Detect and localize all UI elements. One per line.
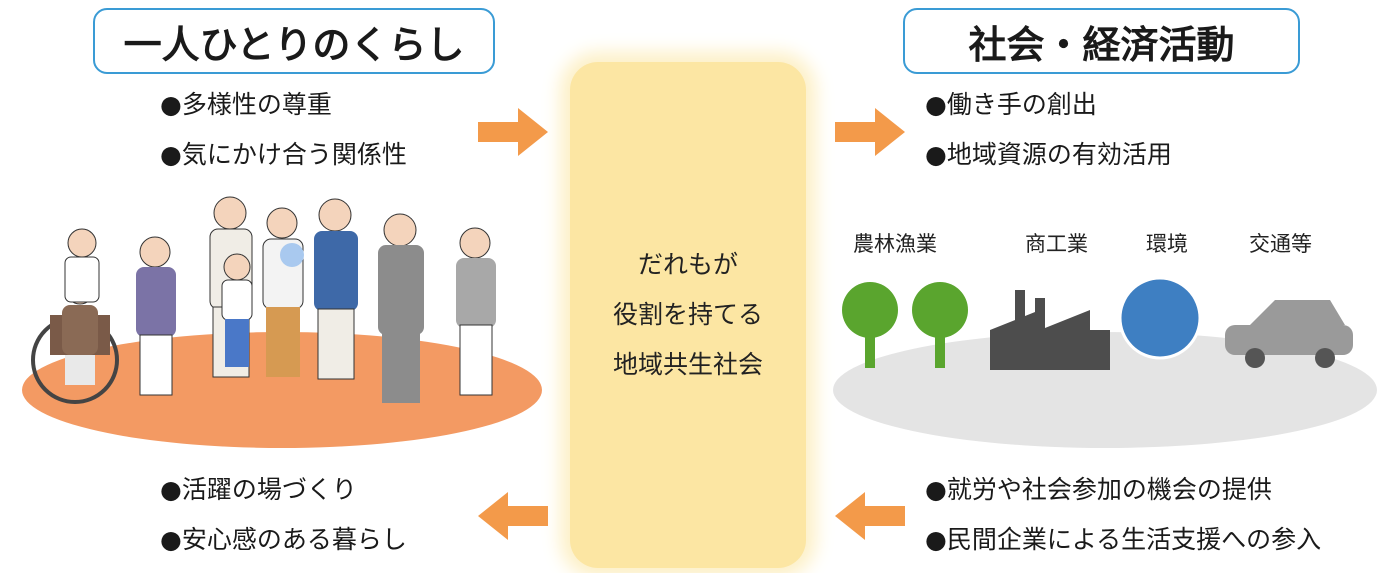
center-panel xyxy=(570,62,806,568)
category-label: 商工業 xyxy=(1025,232,1088,256)
bullet-item: ●民間企業による生活支援への参入 xyxy=(925,525,1322,554)
arrow-left-icon xyxy=(835,492,905,540)
activity-icons xyxy=(842,276,1353,370)
right-top-bullet-list: ●働き手の創出 ●地域資源の有効活用 xyxy=(925,80,1172,180)
bullet-item: ●安心感のある暮らし xyxy=(160,525,407,554)
center-line-2: 役割を持てる xyxy=(612,300,763,329)
center-line-3: 地域共生社会 xyxy=(612,350,763,379)
bullet-item: ●働き手の創出 xyxy=(925,90,1097,119)
person-figure xyxy=(221,253,253,367)
right-bottom-bullet-list: ●就労や社会参加の機会の提供 ●民間企業による生活支援への参入 xyxy=(925,465,1321,565)
category-label: 環境 xyxy=(1146,232,1188,256)
tree-icon xyxy=(842,282,898,368)
bullet-item: ●気にかけ合う関係性 xyxy=(160,140,407,169)
person-figure xyxy=(136,236,176,396)
arrow-left-icon xyxy=(478,492,548,540)
left-section-title: 一人ひとりのくらし xyxy=(93,8,495,74)
category-label: 農林漁業 xyxy=(853,232,937,256)
tree-icon xyxy=(912,282,968,368)
globe-icon xyxy=(1118,276,1202,360)
people-group-illustration xyxy=(31,196,496,404)
right-section-title: 社会・経済活動 xyxy=(903,8,1300,74)
factory-icon xyxy=(990,290,1110,370)
bullet-item: ●地域資源の有効活用 xyxy=(925,140,1172,169)
person-figure xyxy=(64,228,100,303)
left-bottom-bullet-list: ●活躍の場づくり ●安心感のある暮らし xyxy=(160,465,407,565)
bullet-item: ●活躍の場づくり xyxy=(160,475,357,504)
bullet-item: ●多様性の尊重 xyxy=(160,90,332,119)
person-figure xyxy=(262,207,304,377)
arrow-right-icon xyxy=(835,108,905,156)
left-top-bullet-list: ●多様性の尊重 ●気にかけ合う関係性 xyxy=(160,80,407,180)
person-figure xyxy=(378,213,424,403)
bullet-item: ●就労や社会参加の機会の提供 xyxy=(925,475,1272,504)
person-figure xyxy=(456,227,496,396)
car-icon xyxy=(1225,300,1353,368)
category-label: 交通等 xyxy=(1249,232,1312,256)
arrow-right-icon xyxy=(478,108,548,156)
activity-ground xyxy=(833,332,1377,448)
person-figure xyxy=(314,198,358,380)
center-line-1: だれもが xyxy=(637,250,738,279)
